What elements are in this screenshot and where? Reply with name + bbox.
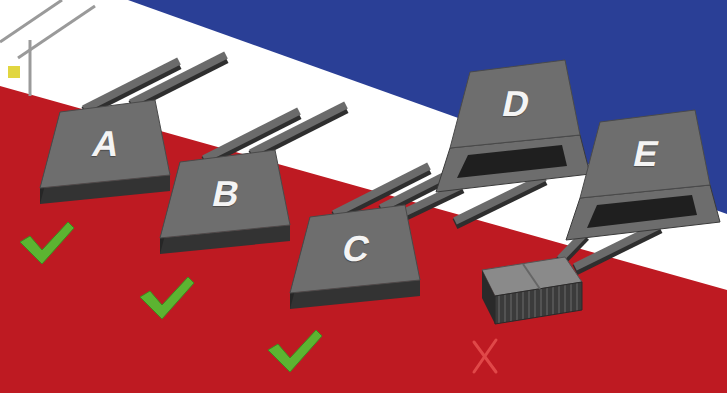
check-mark (20, 222, 322, 372)
pad-top (290, 205, 420, 293)
rail (0, 0, 95, 96)
pad: D (449, 59, 582, 150)
cross-mark (474, 340, 496, 372)
pad-top (450, 60, 580, 148)
blue-area (128, 0, 727, 214)
red-area (0, 86, 727, 393)
pad: A (39, 99, 172, 206)
pad-top (40, 100, 170, 188)
box-attachment (482, 257, 582, 324)
pad: E (579, 109, 712, 200)
pad-top (160, 150, 290, 238)
pad: C (289, 204, 422, 311)
pad: B (159, 149, 292, 256)
yellow-marker (8, 66, 20, 78)
pad-top (580, 110, 710, 198)
